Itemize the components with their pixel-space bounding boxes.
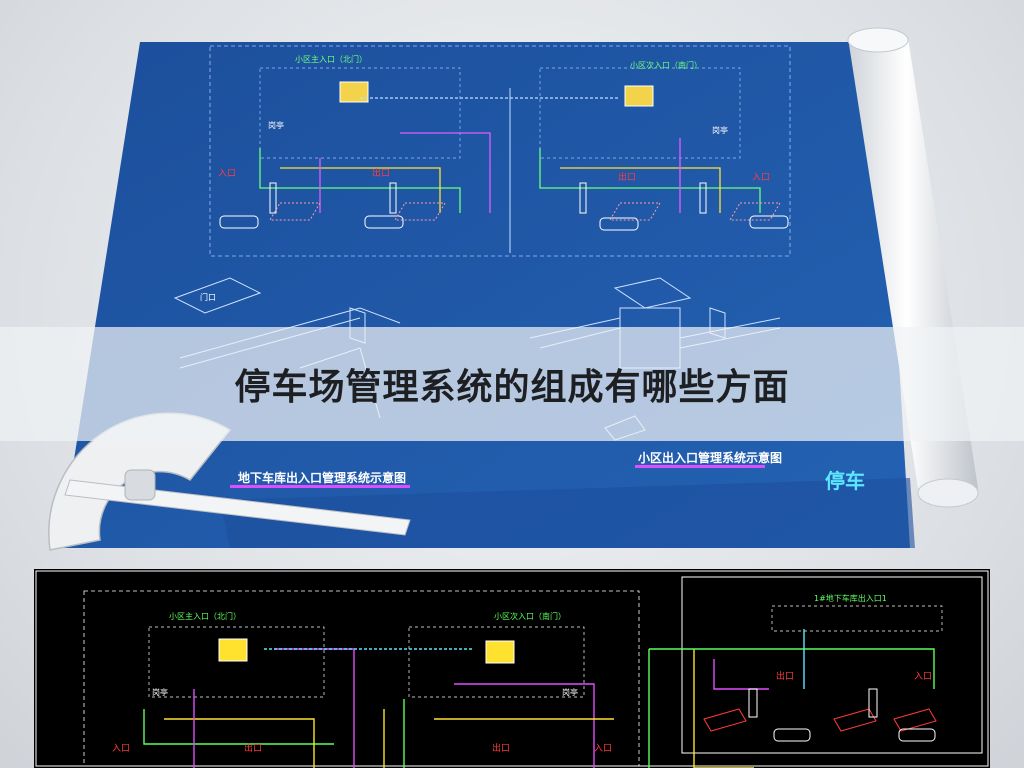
cad-drawing: 小区主入口（北门） 小区次入口（南门） 1#地下车库出入口1 岗亭 岗亭 入口 … [34, 569, 990, 768]
bp-exit-left: 出口 [372, 167, 390, 179]
cad-guard-left: 岗亭 [152, 687, 168, 697]
cad-left-title: 小区主入口（北门） [169, 611, 241, 621]
cad-right-title: 1#地下车库出入口1 [814, 593, 887, 603]
title-banner [0, 327, 1024, 441]
bp-guard-left: 岗亭 [268, 120, 284, 130]
bp-top-left-label: 小区主入口（北门） [295, 54, 367, 64]
cad-entry-panel: 入口 [914, 671, 932, 682]
bp-caption-left: 地下车库出入口管理系统示意图 [238, 470, 406, 485]
cad-exit-left: 出口 [244, 742, 262, 754]
cad-entry-left: 入口 [112, 743, 130, 754]
paper-roll [847, 27, 979, 508]
cad-exit-mid: 出口 [492, 742, 510, 754]
page-title: 停车场管理系统的组成有哪些方面 [234, 367, 790, 408]
bp-caption-right: 小区出入口管理系统示意图 [638, 450, 782, 465]
bp-entry-right: 入口 [752, 172, 770, 183]
bp-gate-label: 门口 [200, 292, 216, 302]
cad-mid-title: 小区次入口（南门） [494, 611, 566, 621]
bp-guard-right: 岗亭 [712, 125, 728, 135]
bp-entry-left: 入口 [218, 168, 236, 179]
cad-exit-panel: 出口 [776, 670, 794, 682]
cad-guard-right: 岗亭 [562, 687, 578, 697]
cad-entry-right: 入口 [594, 743, 612, 754]
bp-exit-right: 出口 [618, 171, 636, 183]
bp-top-right-label: 小区次入口（南门） [630, 60, 702, 70]
bp-corner-text: 停车 [825, 469, 865, 493]
